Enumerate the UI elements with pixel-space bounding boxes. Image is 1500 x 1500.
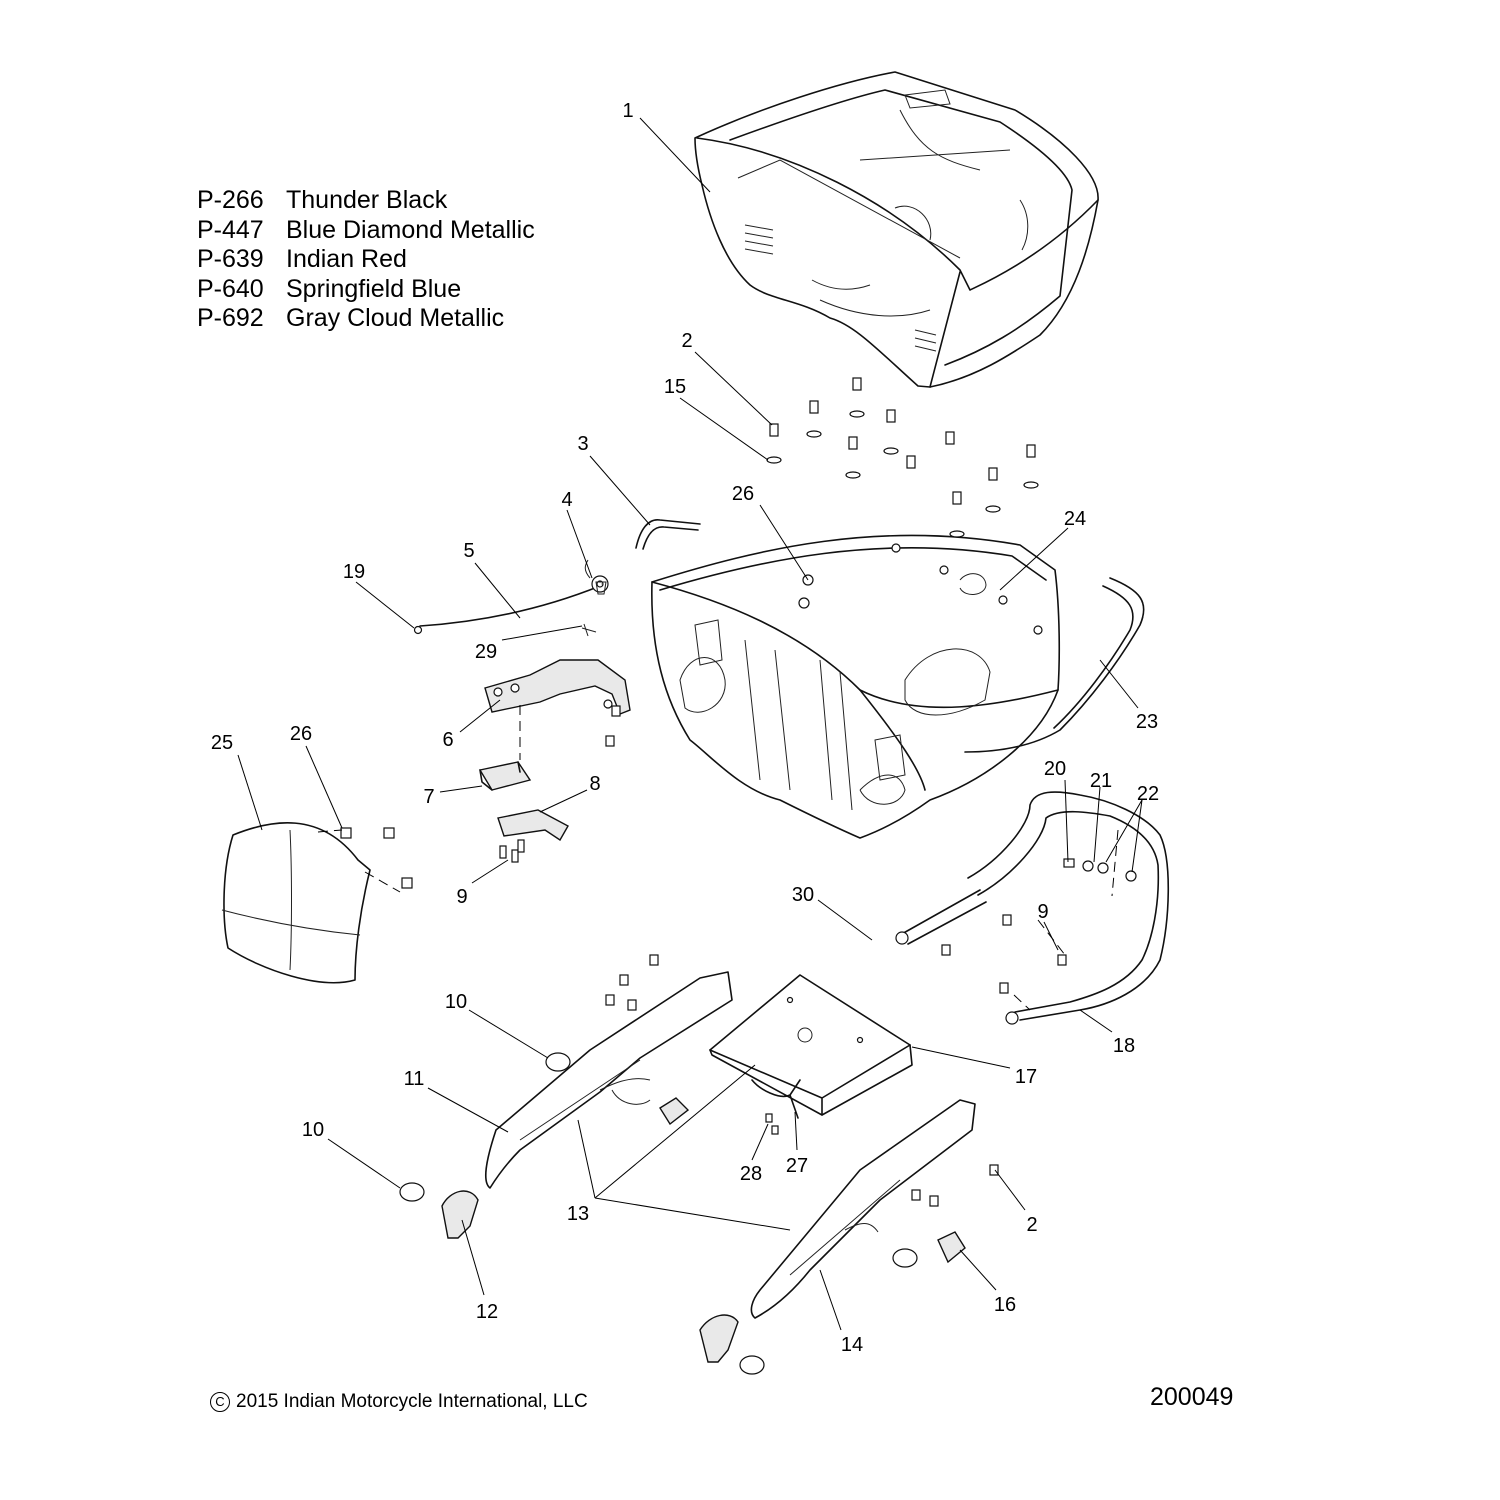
legend-row: P-639 Indian Red [197, 245, 535, 275]
callout-4: 4 [561, 489, 572, 511]
callout-12: 12 [476, 1301, 498, 1323]
legend-row: P-640 Springfield Blue [197, 275, 535, 305]
callout-2-right: 2 [1026, 1214, 1037, 1236]
callout-19: 19 [343, 561, 365, 583]
copyright-icon: C [210, 1391, 230, 1412]
arm-part-11 [484, 971, 733, 1189]
legend-color-name: Springfield Blue [286, 274, 462, 303]
callout-11: 11 [404, 1068, 425, 1090]
leader-lines [237, 117, 1143, 1331]
callout-22: 22 [1137, 783, 1159, 805]
legend-code: P-692 [197, 304, 264, 332]
callout-9-right: 9 [1037, 901, 1048, 923]
lid-part [694, 71, 1099, 388]
diagram-number: 200049 [1150, 1383, 1234, 1411]
legend-color-name: Indian Red [286, 245, 407, 273]
legend-code: P-266 [197, 186, 264, 214]
callouts: 1 2 15 3 26 4 24 5 19 29 23 6 25 26 20 2… [211, 100, 1159, 1356]
callout-26-left: 26 [290, 723, 312, 745]
callout-27: 27 [786, 1155, 808, 1177]
callout-15: 15 [664, 376, 686, 398]
callout-5: 5 [463, 540, 474, 562]
copyright-text: 2015 Indian Motorcycle International, LL… [236, 1391, 588, 1412]
callout-14: 14 [841, 1334, 863, 1356]
callout-28: 28 [740, 1163, 762, 1185]
trim-strip-part [964, 577, 1145, 753]
callout-2-top: 2 [681, 330, 692, 352]
callout-30: 30 [792, 884, 814, 906]
arm-part-14 [750, 1099, 976, 1319]
callout-21: 21 [1090, 770, 1112, 792]
callout-1: 1 [622, 100, 633, 122]
callout-8: 8 [589, 773, 600, 795]
paint-code-legend: P-266 Thunder Black P-447 Blue Diamond M… [197, 186, 535, 334]
callout-25: 25 [211, 732, 233, 754]
legend-color-name: Thunder Black [286, 186, 448, 214]
callout-17: 17 [1015, 1066, 1037, 1088]
rear-bar-part [895, 791, 1170, 1025]
callout-13: 13 [567, 1203, 589, 1225]
callout-6: 6 [442, 729, 453, 751]
callout-18: 18 [1113, 1035, 1135, 1057]
bar-part [635, 519, 701, 550]
callout-10-lower: 10 [302, 1119, 324, 1141]
callout-23: 23 [1136, 711, 1158, 733]
legend-row: P-692 Gray Cloud Metallic [197, 304, 535, 334]
clip-part [751, 1079, 801, 1119]
callout-24: 24 [1064, 508, 1086, 530]
callout-26-top: 26 [732, 483, 754, 505]
legend-code: P-639 [197, 245, 264, 273]
legend-color-name: Gray Cloud Metallic [286, 304, 505, 332]
callout-20: 20 [1044, 758, 1066, 780]
mount-plate-part [709, 974, 913, 1116]
legend-color-name: Blue Diamond Metallic [286, 215, 535, 244]
hinge-plate-part [478, 761, 532, 791]
callout-7: 7 [423, 786, 434, 808]
cable-part [413, 559, 609, 635]
bushing-part [399, 1052, 918, 1375]
plate-part-12 [441, 1190, 739, 1363]
callout-3: 3 [577, 433, 588, 455]
legend-row: P-266 Thunder Black [197, 186, 535, 216]
callout-10-upper: 10 [445, 991, 467, 1013]
legend-code: P-640 [197, 274, 264, 303]
legend-row: P-447 Blue Diamond Metallic [197, 216, 535, 246]
callout-16: 16 [994, 1294, 1016, 1316]
latch-part [497, 809, 569, 841]
legend-code: P-447 [197, 215, 264, 244]
screws-and-washers [340, 377, 1137, 1207]
copyright-notice: C 2015 Indian Motorcycle International, L… [210, 1391, 588, 1413]
callout-9-left: 9 [456, 886, 467, 908]
pad-part [221, 822, 371, 984]
callout-29: 29 [475, 641, 497, 663]
box-body-part [651, 534, 1061, 839]
